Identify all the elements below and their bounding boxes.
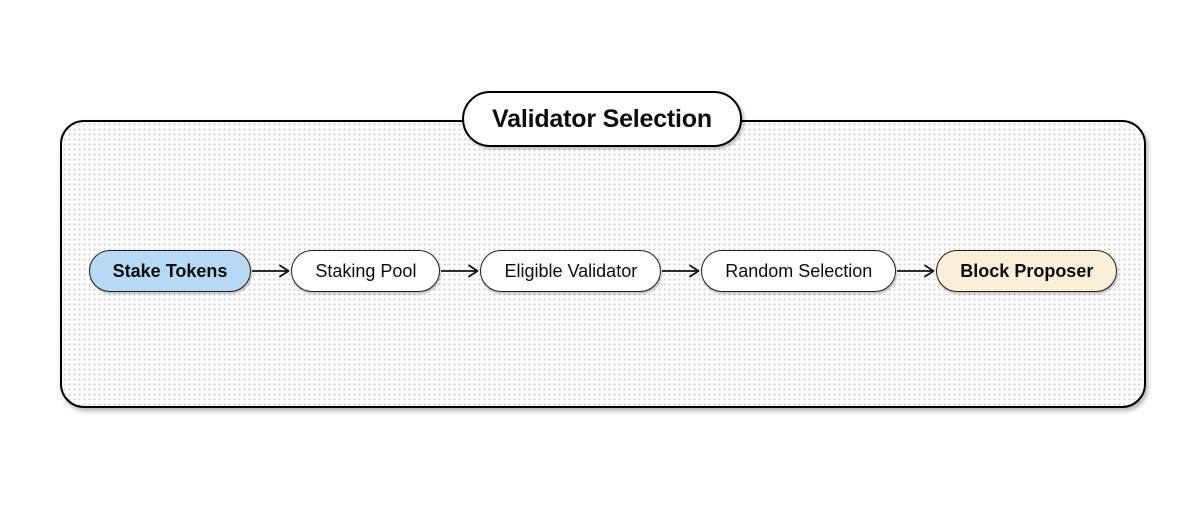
diagram-title-pill: Validator Selection (462, 91, 742, 147)
diagram-title: Validator Selection (492, 104, 712, 133)
arrow-right-icon (896, 264, 936, 278)
node-label: Random Selection (725, 260, 873, 281)
node-label: Eligible Validator (504, 260, 638, 281)
arrow-right-icon (251, 264, 291, 278)
node-block-proposer: Block Proposer (936, 250, 1118, 292)
flow-row: Stake Tokens Staking Pool Eligible Valid… (60, 250, 1146, 292)
node-eligible-validator: Eligible Validator (480, 250, 662, 292)
node-label: Stake Tokens (112, 260, 228, 281)
node-staking-pool: Staking Pool (291, 250, 441, 292)
arrow-right-icon (440, 264, 480, 278)
arrow-right-icon (661, 264, 701, 278)
node-label: Block Proposer (960, 260, 1094, 281)
node-stake-tokens: Stake Tokens (88, 250, 252, 292)
node-label: Staking Pool (315, 260, 417, 281)
node-random-selection: Random Selection (701, 250, 897, 292)
